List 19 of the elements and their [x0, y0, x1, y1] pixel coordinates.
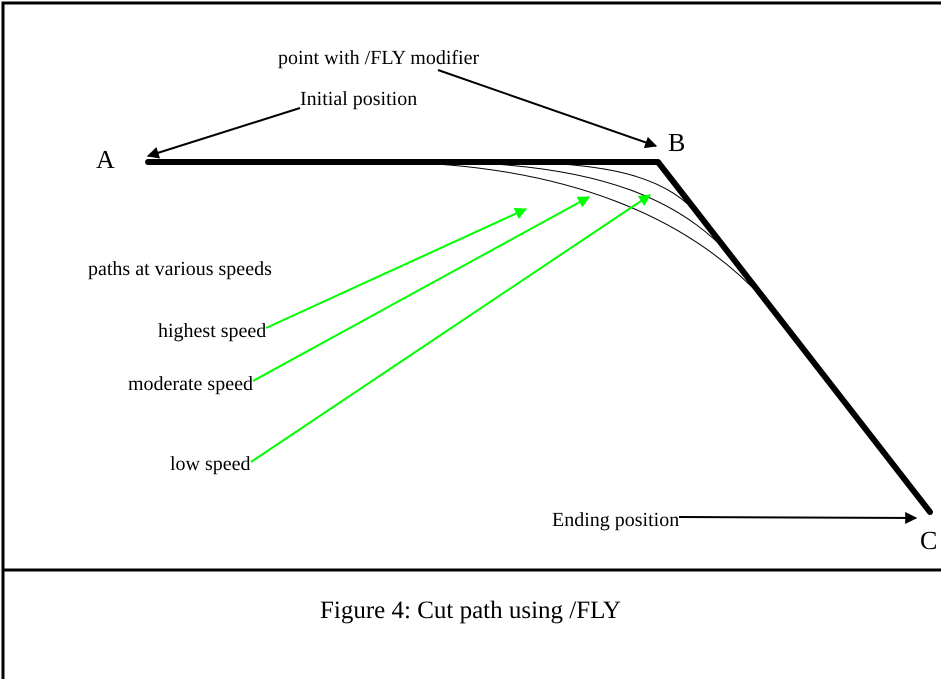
leader-arrow	[252, 196, 590, 382]
point-label: A	[94, 145, 148, 177]
figure-caption: Figure 4: Cut path using /FLY	[320, 596, 621, 626]
tool-path-line	[145, 159, 659, 165]
leader-arrow	[438, 69, 658, 148]
callout-text: Initial position	[300, 87, 418, 111]
callout-text: Ending position	[552, 508, 680, 532]
point-label: C	[916, 512, 941, 558]
note-text: paths at various speeds	[88, 257, 272, 281]
callout-text: highest speed	[158, 319, 266, 343]
leader-arrow	[679, 512, 918, 524]
callout-text: moderate speed	[128, 372, 253, 396]
leader-arrow	[266, 208, 528, 329]
tool-path-line	[655, 159, 933, 515]
point-label: B	[656, 128, 690, 162]
callout-text: point with /FLY modifier	[278, 46, 480, 70]
leader-arrow	[146, 107, 300, 158]
callout-text: low speed	[170, 452, 251, 476]
leader-arrow	[250, 194, 651, 463]
